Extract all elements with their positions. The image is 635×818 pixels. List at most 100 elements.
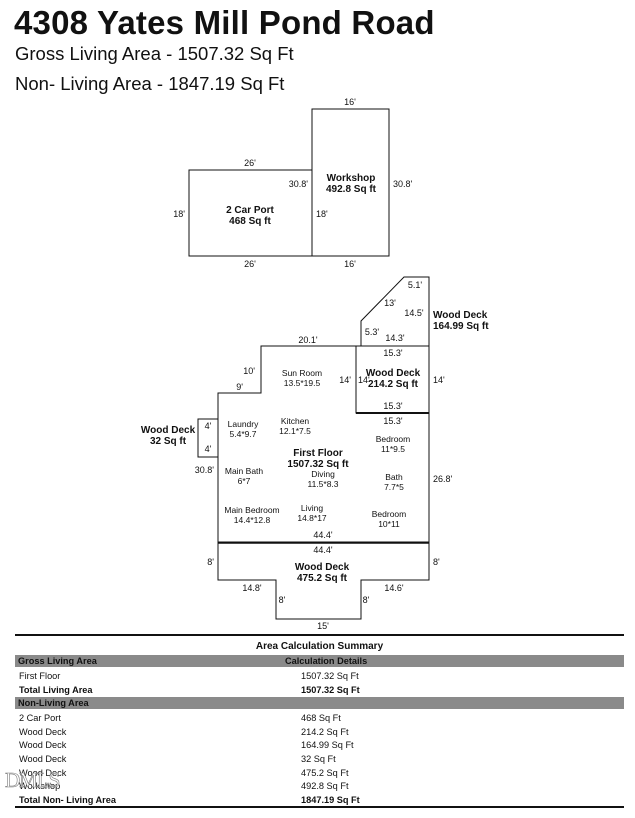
table-row: Wood Deck 164.99 Sq Ft (15, 739, 624, 753)
row-value: 1847.19 Sq Ft (301, 794, 360, 805)
dim-label: 4' (205, 421, 212, 431)
dim-label: 30.8' (195, 465, 215, 475)
dim-label: 15' (317, 621, 329, 630)
dim-label: 30.8' (289, 179, 309, 189)
room-laundry-name: Laundry (228, 419, 259, 429)
room-bedroom-2-dims: 10*11 (378, 519, 400, 529)
non-living-area-line: Non- Living Area - 1847.19 Sq Ft (15, 73, 285, 94)
table-row: Wood Deck 475.2 Sq Ft (15, 767, 624, 781)
table-row: Total Living Area 1507.32 Sq Ft (15, 684, 624, 698)
dim-label: 18' (316, 209, 328, 219)
dim-label: 14' (339, 375, 351, 385)
floor-plan-diagram: Workshop 492.8 Sq ft 16' 30.8' 30.8' 16'… (141, 97, 489, 630)
first-floor-name: First Floor (293, 448, 343, 459)
room-kitchen-dims: 12.1*7.5 (279, 426, 311, 436)
dim-label: 14.3' (385, 333, 405, 343)
dim-label: 16' (344, 259, 356, 269)
row-value: 492.8 Sq Ft (301, 781, 349, 792)
wood-deck-mid-area: 214.2 Sq ft (368, 379, 419, 390)
gross-living-header: Gross Living Area Calculation Details (15, 655, 624, 667)
room-bedroom-name: Bedroom (376, 434, 411, 444)
page-title: 4308 Yates Mill Pond Road (14, 4, 435, 41)
row-label: Total Living Area (19, 684, 93, 695)
table-row: Workshop 492.8 Sq Ft (15, 780, 624, 794)
row-label: First Floor (19, 671, 61, 681)
wood-deck-w-name: Wood Deck (141, 425, 196, 436)
room-living-dims: 14.8*17 (297, 513, 327, 523)
dim-label: 8' (207, 557, 214, 567)
dim-label: 44.4' (313, 545, 333, 555)
workshop-name: Workshop (327, 173, 376, 184)
room-main-bedroom-name: Main Bedroom (224, 505, 279, 515)
dim-label: 5.1' (408, 280, 423, 290)
dim-label: 44.4' (313, 530, 333, 540)
dim-label: 26.8' (433, 474, 453, 484)
dim-label: 8' (279, 595, 286, 605)
table-row: First Floor 1507.32 Sq Ft (15, 670, 624, 684)
carport-outline (188, 169, 313, 257)
room-bath-dims: 7.7*5 (384, 482, 404, 492)
dim-label: 4' (205, 444, 212, 454)
non-living-header-label: Non-Living Area (18, 698, 89, 709)
row-label: Wood Deck (19, 767, 67, 778)
row-label: 2 Car Port (19, 713, 61, 724)
room-bedroom-2-name: Bedroom (372, 509, 407, 519)
table-row: Total Non- Living Area 1847.19 Sq Ft (15, 794, 624, 808)
dim-label: 8' (433, 557, 440, 567)
row-value: 164.99 Sq Ft (301, 740, 354, 751)
room-living-name: Living (301, 503, 323, 513)
row-value: 1507.32 Sq Ft (301, 671, 359, 681)
room-main-bath-dims: 6*7 (238, 476, 251, 486)
wood-deck-w-outline (197, 418, 219, 458)
dim-label: 14' (433, 375, 445, 385)
dim-label: 14' (358, 375, 370, 385)
first-floor-area: 1507.32 Sq ft (287, 459, 349, 470)
dim-label: 14.5' (404, 308, 424, 318)
wood-deck-ne-name: Wood Deck (433, 310, 488, 321)
wood-deck-ne-area: 164.99 Sq ft (433, 321, 489, 332)
wood-deck-s-outline (217, 541, 430, 620)
dim-label: 15.3' (383, 416, 403, 426)
non-living-header: Non-Living Area (15, 697, 624, 710)
wood-deck-mid-name: Wood Deck (366, 368, 421, 379)
room-sun-room-dims: 13.5*19.5 (284, 378, 321, 388)
row-value: 1507.32 Sq Ft (301, 684, 360, 695)
dim-label: 20.1' (298, 335, 318, 345)
row-label: Workshop (19, 781, 61, 792)
wood-deck-w-area: 32 Sq ft (150, 436, 187, 447)
calc-details-header: Calculation Details (285, 656, 368, 666)
area-summary-table: Area Calculation Summary Gross Living Ar… (15, 634, 624, 807)
dim-label: 13' (384, 298, 396, 308)
row-label: Wood Deck (19, 753, 67, 764)
carport-area: 468 Sq ft (229, 216, 271, 227)
room-laundry-dims: 5.4*9.7 (230, 429, 257, 439)
workshop-area: 492.8 Sq ft (326, 184, 377, 195)
row-label: Total Non- Living Area (19, 794, 116, 805)
dim-label: 30.8' (393, 179, 413, 189)
row-label: Wood Deck (19, 726, 67, 737)
row-label: Wood Deck (19, 740, 67, 751)
wood-deck-s-area: 475.2 Sq ft (297, 573, 348, 584)
room-bedroom-dims: 11*9.5 (381, 444, 405, 454)
dim-label: 14.6' (384, 583, 404, 593)
dim-label: 10' (243, 366, 255, 376)
dim-label: 26' (244, 259, 256, 269)
room-main-bedroom-dims: 14.4*12.8 (234, 515, 271, 525)
dim-label: 14.8' (242, 583, 262, 593)
dim-label: 15.3' (383, 401, 403, 411)
gross-living-area-line: Gross Living Area - 1507.32 Sq Ft (15, 43, 294, 64)
wood-deck-s-name: Wood Deck (295, 562, 350, 573)
gross-living-header-label: Gross Living Area (18, 656, 97, 666)
room-sun-room-name: Sun Room (282, 368, 322, 378)
dim-label: 9' (236, 382, 243, 392)
dim-label: 26' (244, 158, 256, 168)
row-value: 475.2 Sq Ft (301, 767, 349, 778)
dim-label: 16' (344, 97, 356, 107)
room-dining-name: Diving (311, 469, 335, 479)
row-value: 214.2 Sq Ft (301, 726, 349, 737)
summary-title: Area Calculation Summary (255, 641, 384, 652)
table-row: 2 Car Port 468 Sq Ft (15, 712, 624, 726)
dim-label: 15.3' (383, 348, 403, 358)
room-bath-name: Bath (385, 472, 403, 482)
row-value: 468 Sq Ft (301, 713, 341, 724)
